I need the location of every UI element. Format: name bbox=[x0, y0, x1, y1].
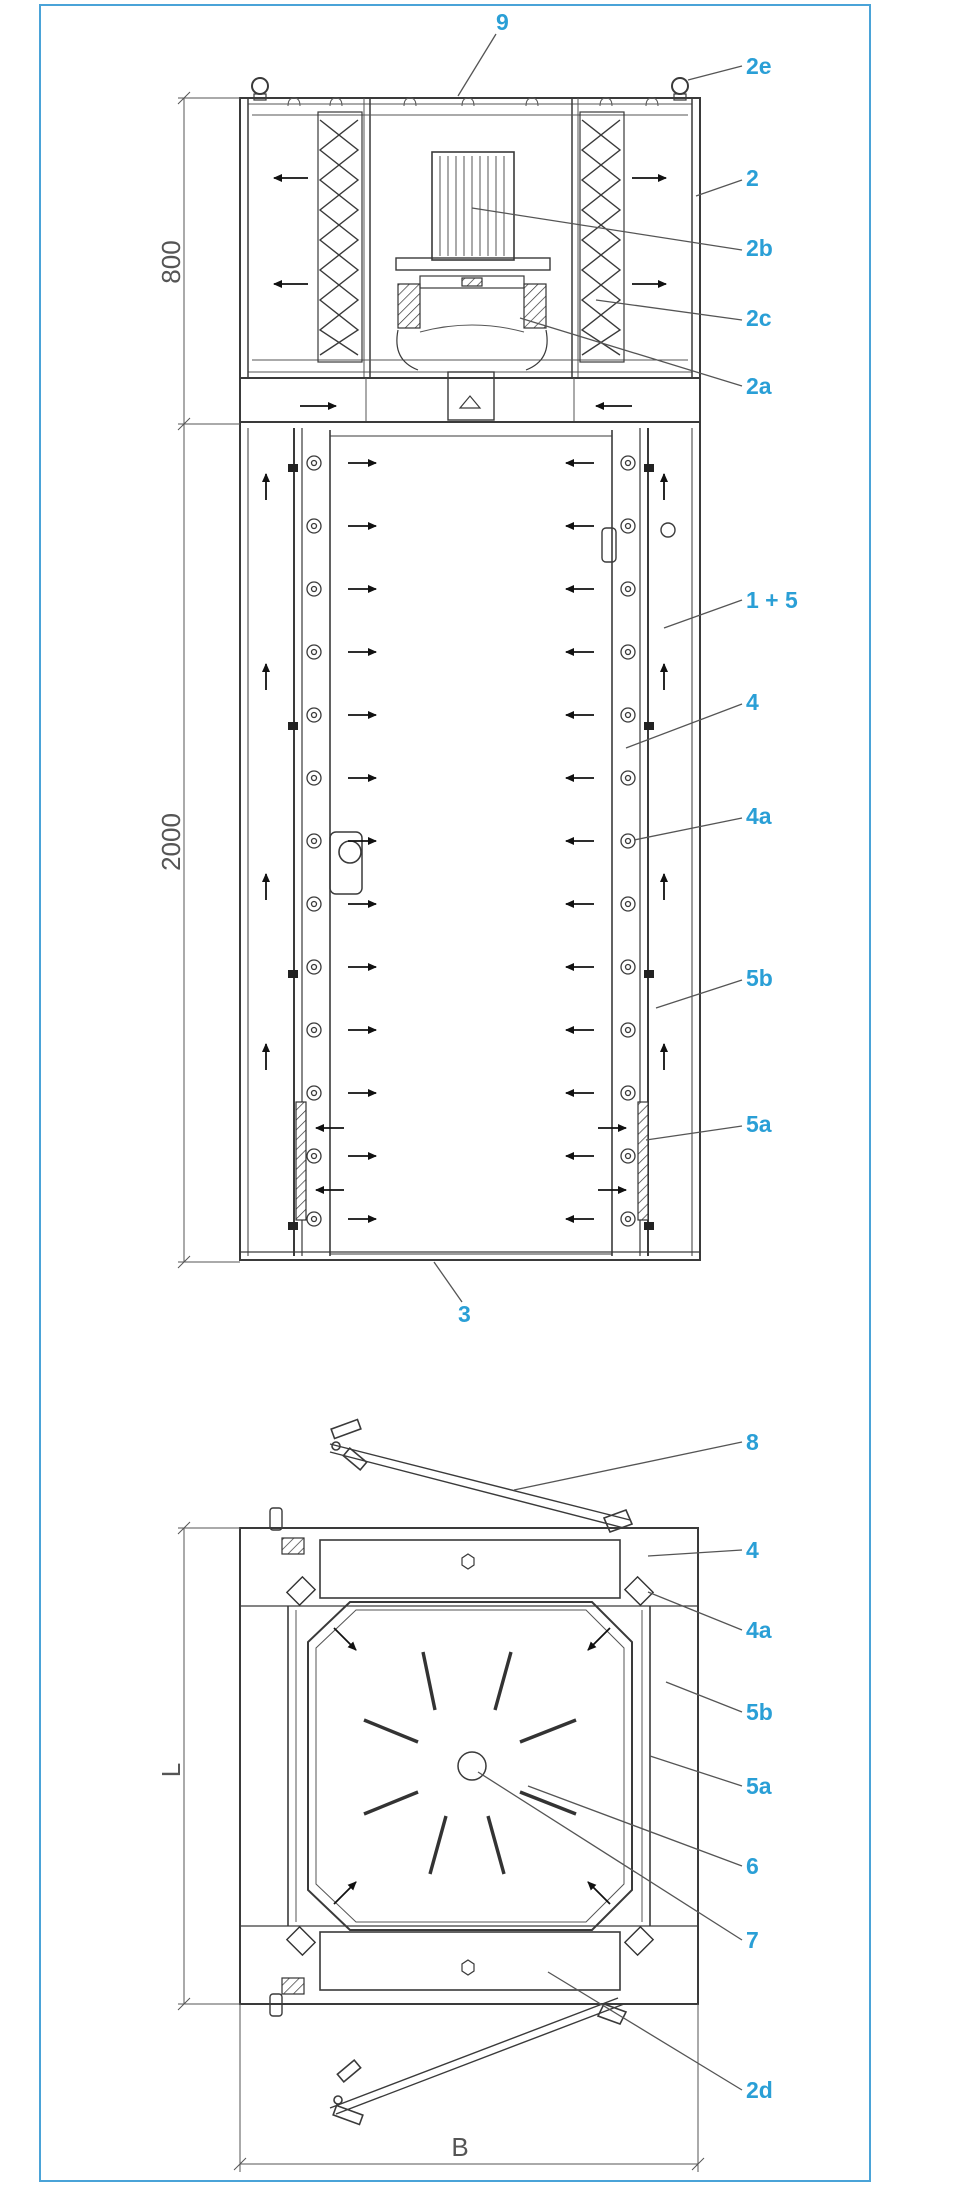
callout-4a-plan: 4a bbox=[746, 1617, 772, 1643]
callout-2a: 2a bbox=[746, 373, 772, 399]
dimension-2000: 2000 bbox=[156, 813, 186, 871]
callout-6: 6 bbox=[746, 1853, 759, 1879]
callout-9: 9 bbox=[496, 9, 509, 35]
callout-7: 7 bbox=[746, 1927, 759, 1953]
callout-2e: 2e bbox=[746, 53, 772, 79]
leader-lines bbox=[433, 33, 743, 2091]
callout-5b: 5b bbox=[746, 965, 773, 991]
callout-2b: 2b bbox=[746, 235, 773, 261]
callout-4-plan: 4 bbox=[746, 1537, 759, 1563]
callout-5a-plan: 5a bbox=[746, 1773, 772, 1799]
callout-2: 2 bbox=[746, 165, 759, 191]
plan-view bbox=[177, 1418, 705, 2172]
dimension-B: B bbox=[451, 2132, 468, 2162]
dimension-800: 800 bbox=[156, 240, 186, 283]
dimension-L: L bbox=[156, 1763, 186, 1777]
outer-frame bbox=[39, 4, 871, 2182]
callout-8: 8 bbox=[746, 1429, 759, 1455]
callout-3: 3 bbox=[458, 1301, 471, 1327]
callout-4: 4 bbox=[746, 689, 759, 715]
callout-labels: 9 2e 2 2b 2c 2a 1 + 5 4 4a 5b 5a 3 8 4 4… bbox=[458, 9, 798, 2103]
dimension-labels: 800 2000 L B bbox=[156, 240, 469, 2162]
callout-5b-plan: 5b bbox=[746, 1699, 773, 1725]
callout-1-5: 1 + 5 bbox=[746, 587, 798, 613]
callout-2c: 2c bbox=[746, 305, 772, 331]
callout-5a: 5a bbox=[746, 1111, 772, 1137]
callout-4a: 4a bbox=[746, 803, 772, 829]
side-view bbox=[177, 77, 701, 1269]
callout-2d: 2d bbox=[746, 2077, 773, 2103]
